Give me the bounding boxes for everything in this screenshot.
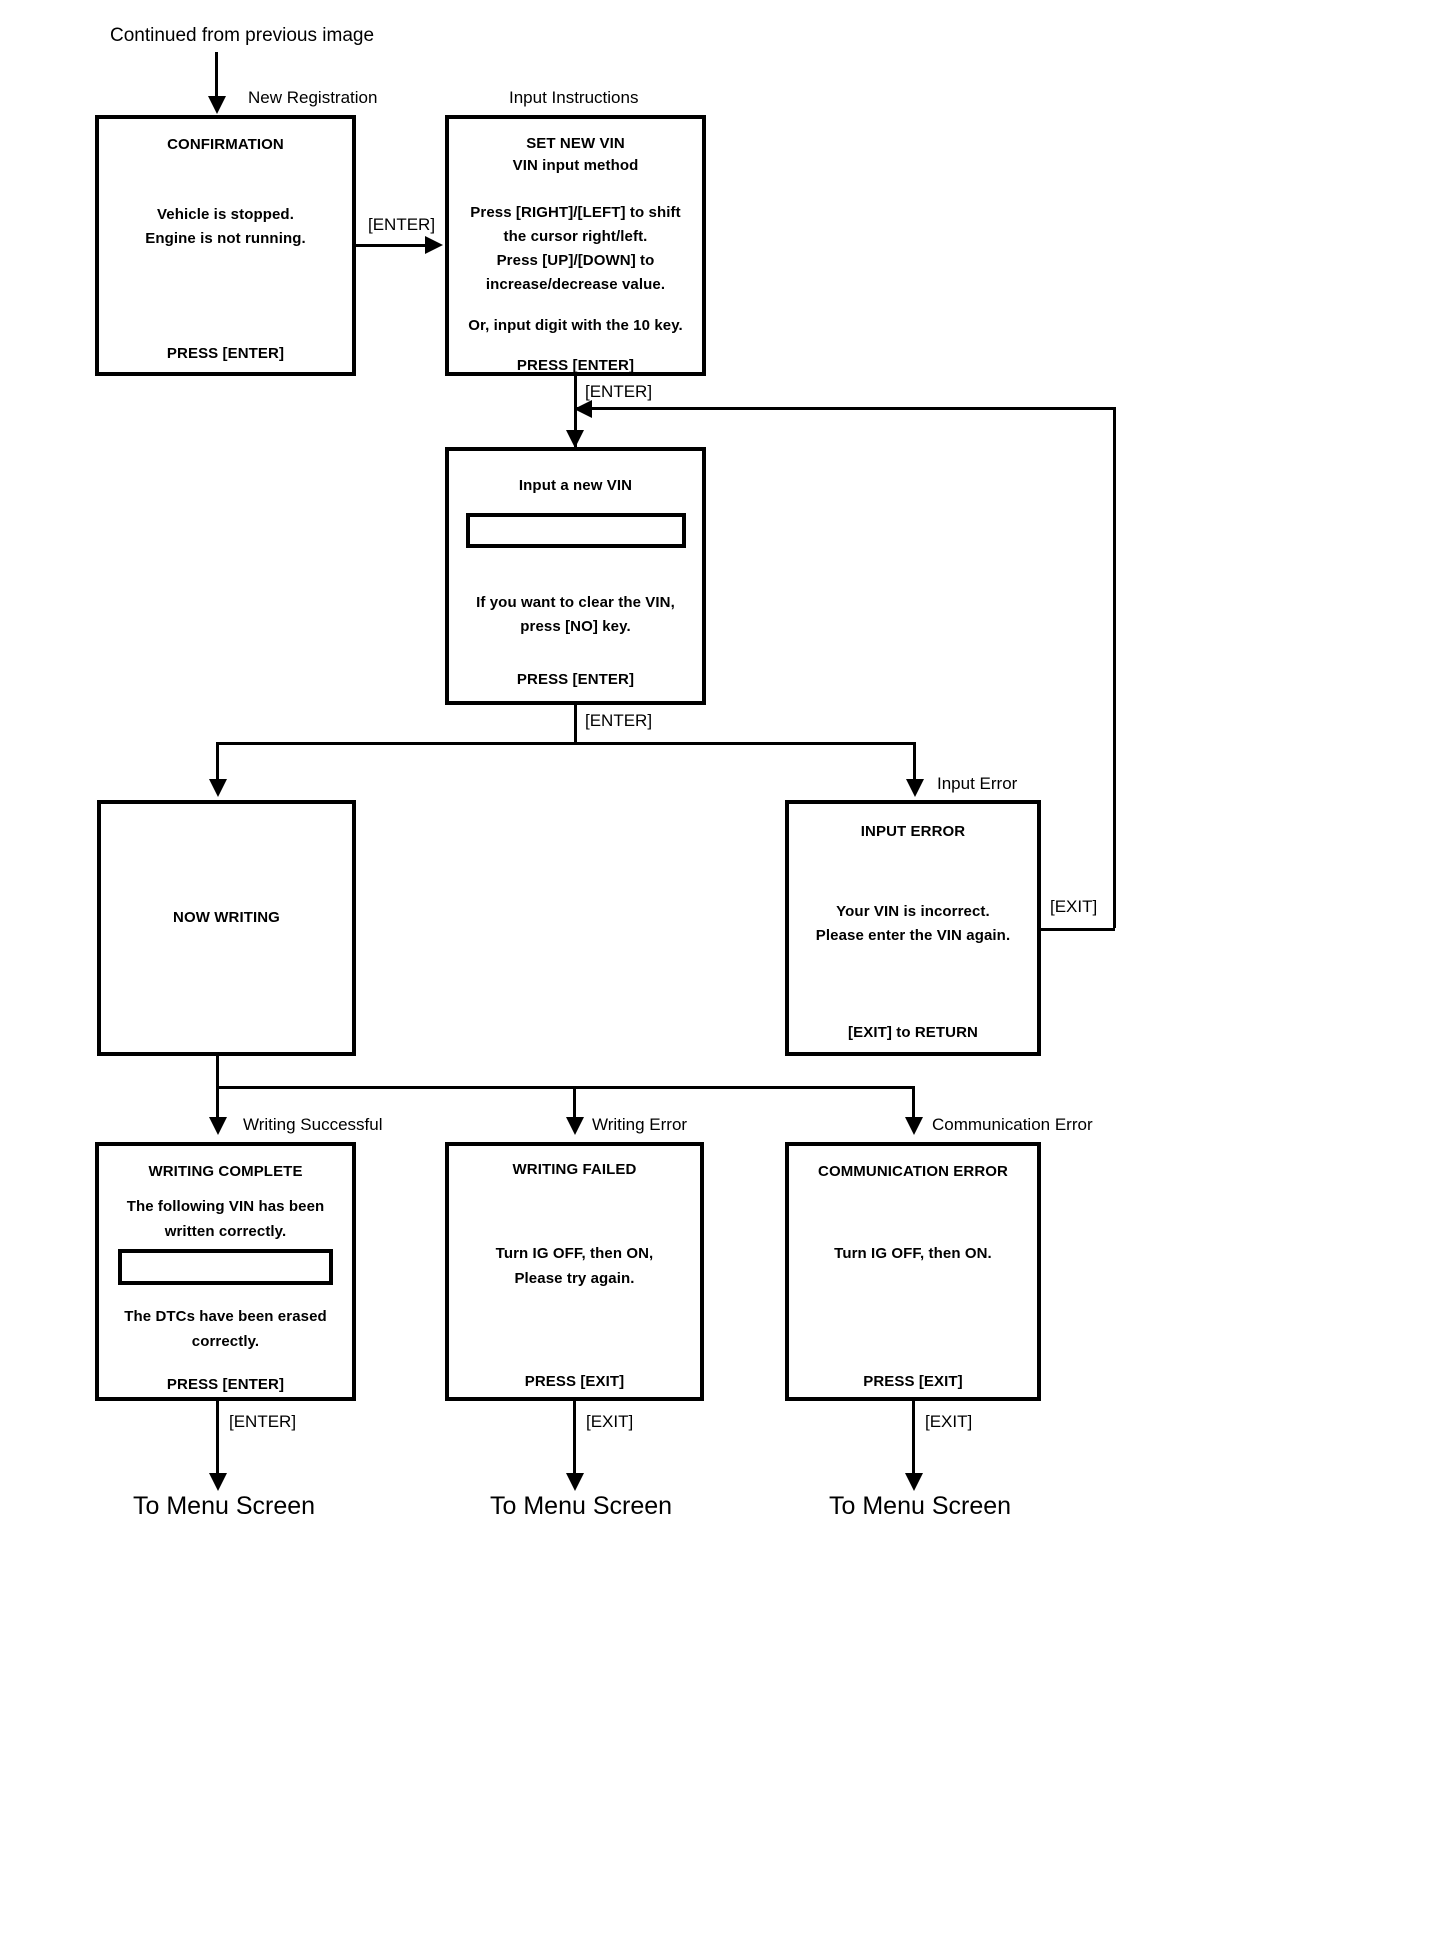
edge-label-enter-1: [ENTER]: [368, 215, 436, 234]
connector-confirmation-to-set-new-vin: [356, 244, 428, 247]
edge-label-enter-3: [ENTER]: [585, 711, 653, 730]
arrowhead-down-to-input-error: [906, 779, 924, 797]
connector-continued-to-confirmation: [215, 52, 218, 104]
connector-outcome-left: [216, 1086, 219, 1126]
writing-failed-footer: PRESS [EXIT]: [524, 1373, 625, 1390]
edge-label-writing-error: Writing Error: [592, 1115, 688, 1134]
screen-set-new-vin[interactable]: SET NEW VIN VIN input method Press [RIGH…: [445, 115, 706, 376]
input-error-footer: [EXIT] to RETURN: [848, 1024, 978, 1041]
screen-confirmation[interactable]: CONFIRMATION Vehicle is stopped. Engine …: [95, 115, 356, 376]
screen-writing-complete[interactable]: WRITING COMPLETE The following VIN has b…: [95, 1142, 356, 1401]
writing-complete-body-bottom-line-2: correctly.: [191, 1333, 260, 1350]
arrowhead-down-to-menu-1: [209, 1473, 227, 1491]
continued-from-previous-note: Continued from previous image: [110, 25, 375, 46]
confirmation-title: CONFIRMATION: [167, 136, 284, 153]
set-new-vin-footer: PRESS [ENTER]: [516, 357, 635, 374]
arrowhead-down-to-writing-failed: [566, 1117, 584, 1135]
set-new-vin-body-line-1: Press [RIGHT]/[LEFT] to shift: [470, 204, 681, 221]
terminal-to-menu-screen-2: To Menu Screen: [490, 1492, 673, 1520]
terminal-to-menu-screen-1: To Menu Screen: [133, 1492, 316, 1520]
writing-failed-body-line-1: Turn IG OFF, then ON,: [495, 1245, 654, 1262]
written-vin-field: [118, 1249, 333, 1285]
arrowhead-down-to-menu-3: [905, 1473, 923, 1491]
edge-label-communication-error: Communication Error: [932, 1115, 1093, 1134]
connector-outcome-right: [912, 1086, 915, 1126]
connector-input-new-vin-down: [574, 705, 577, 743]
confirmation-body-line-2: Engine is not running.: [145, 230, 306, 247]
communication-error-footer: PRESS [EXIT]: [863, 1373, 963, 1390]
arrowhead-right-to-set-new-vin: [425, 236, 443, 254]
connector-communication-error-to-menu: [912, 1401, 915, 1487]
connector-return-loop-horizontal: [576, 407, 1116, 410]
connector-branch-bus-top: [216, 742, 916, 745]
input-new-vin-title: Input a new VIN: [518, 477, 633, 494]
arrowhead-down-to-input-new-vin: [566, 430, 584, 448]
set-new-vin-title: SET NEW VIN: [526, 135, 625, 152]
arrowhead-down-to-writing-complete: [209, 1117, 227, 1135]
confirmation-footer: PRESS [ENTER]: [166, 345, 285, 362]
set-new-vin-body-line-3: Press [UP]/[DOWN] to: [496, 252, 655, 269]
communication-error-title: COMMUNICATION ERROR: [818, 1163, 1008, 1180]
connector-outcome-middle: [573, 1086, 576, 1126]
set-new-vin-note: Or, input digit with the 10 key.: [468, 317, 683, 334]
writing-complete-title: WRITING COMPLETE: [148, 1163, 303, 1180]
input-error-body-line-2: Please enter the VIN again.: [815, 927, 1011, 944]
set-new-vin-subtitle: VIN input method: [512, 157, 639, 174]
set-new-vin-body-line-2: the cursor right/left.: [503, 228, 648, 245]
screen-input-new-vin[interactable]: Input a new VIN If you want to clear the…: [445, 447, 706, 705]
connector-input-error-to-return-rail: [1041, 928, 1115, 931]
arrowhead-left-return-loop: [574, 400, 592, 418]
connector-branch-right-input-error: [913, 742, 916, 788]
input-new-vin-body-line-2: press [NO] key.: [520, 618, 631, 635]
edge-label-enter-2: [ENTER]: [585, 382, 653, 401]
writing-complete-footer: PRESS [ENTER]: [166, 1376, 285, 1393]
connector-writing-complete-to-menu: [216, 1401, 219, 1487]
edge-label-writing-successful: Writing Successful: [243, 1115, 383, 1134]
edge-label-enter-menu: [ENTER]: [229, 1412, 297, 1431]
edge-label-input-instructions: Input Instructions: [509, 88, 639, 107]
connector-branch-left-now-writing: [216, 742, 219, 788]
writing-failed-body-line-2: Please try again.: [514, 1270, 635, 1287]
screen-now-writing[interactable]: NOW WRITING: [97, 800, 356, 1056]
input-error-body-line-1: Your VIN is incorrect.: [836, 903, 990, 920]
terminal-to-menu-screen-3: To Menu Screen: [829, 1492, 1012, 1520]
edge-label-input-error: Input Error: [937, 774, 1018, 793]
input-new-vin-body-line-1: If you want to clear the VIN,: [476, 594, 675, 611]
writing-complete-body-top-line-2: written correctly.: [164, 1223, 287, 1240]
arrowhead-down-to-confirmation: [208, 96, 226, 114]
confirmation-body-line-1: Vehicle is stopped.: [157, 206, 294, 223]
edge-label-exit-return: [EXIT]: [1050, 897, 1098, 916]
screen-input-error[interactable]: INPUT ERROR Your VIN is incorrect. Pleas…: [785, 800, 1041, 1056]
screen-writing-failed[interactable]: WRITING FAILED Turn IG OFF, then ON, Ple…: [445, 1142, 704, 1401]
writing-failed-title: WRITING FAILED: [512, 1161, 637, 1178]
connector-outcome-bus: [216, 1086, 914, 1089]
writing-complete-body-top-line-1: The following VIN has been: [126, 1198, 325, 1215]
connector-return-loop-vertical: [1113, 407, 1116, 928]
connector-now-writing-down: [216, 1056, 219, 1088]
screen-communication-error[interactable]: COMMUNICATION ERROR Turn IG OFF, then ON…: [785, 1142, 1041, 1401]
input-new-vin-footer: PRESS [ENTER]: [516, 671, 635, 688]
set-new-vin-body-line-4: increase/decrease value.: [485, 276, 666, 293]
writing-complete-body-bottom-line-1: The DTCs have been erased: [124, 1308, 327, 1325]
arrowhead-down-to-menu-2: [566, 1473, 584, 1491]
connector-writing-failed-to-menu: [573, 1401, 576, 1487]
arrowhead-down-to-communication-error: [905, 1117, 923, 1135]
input-error-title: INPUT ERROR: [860, 823, 966, 840]
arrowhead-down-to-now-writing: [209, 779, 227, 797]
edge-label-new-registration: New Registration: [248, 88, 378, 107]
communication-error-body-line-1: Turn IG OFF, then ON.: [834, 1245, 992, 1262]
vin-input-field[interactable]: [466, 513, 686, 548]
edge-label-exit-menu-1: [EXIT]: [586, 1412, 634, 1431]
now-writing-title: NOW WRITING: [173, 909, 280, 926]
edge-label-exit-menu-2: [EXIT]: [925, 1412, 973, 1431]
